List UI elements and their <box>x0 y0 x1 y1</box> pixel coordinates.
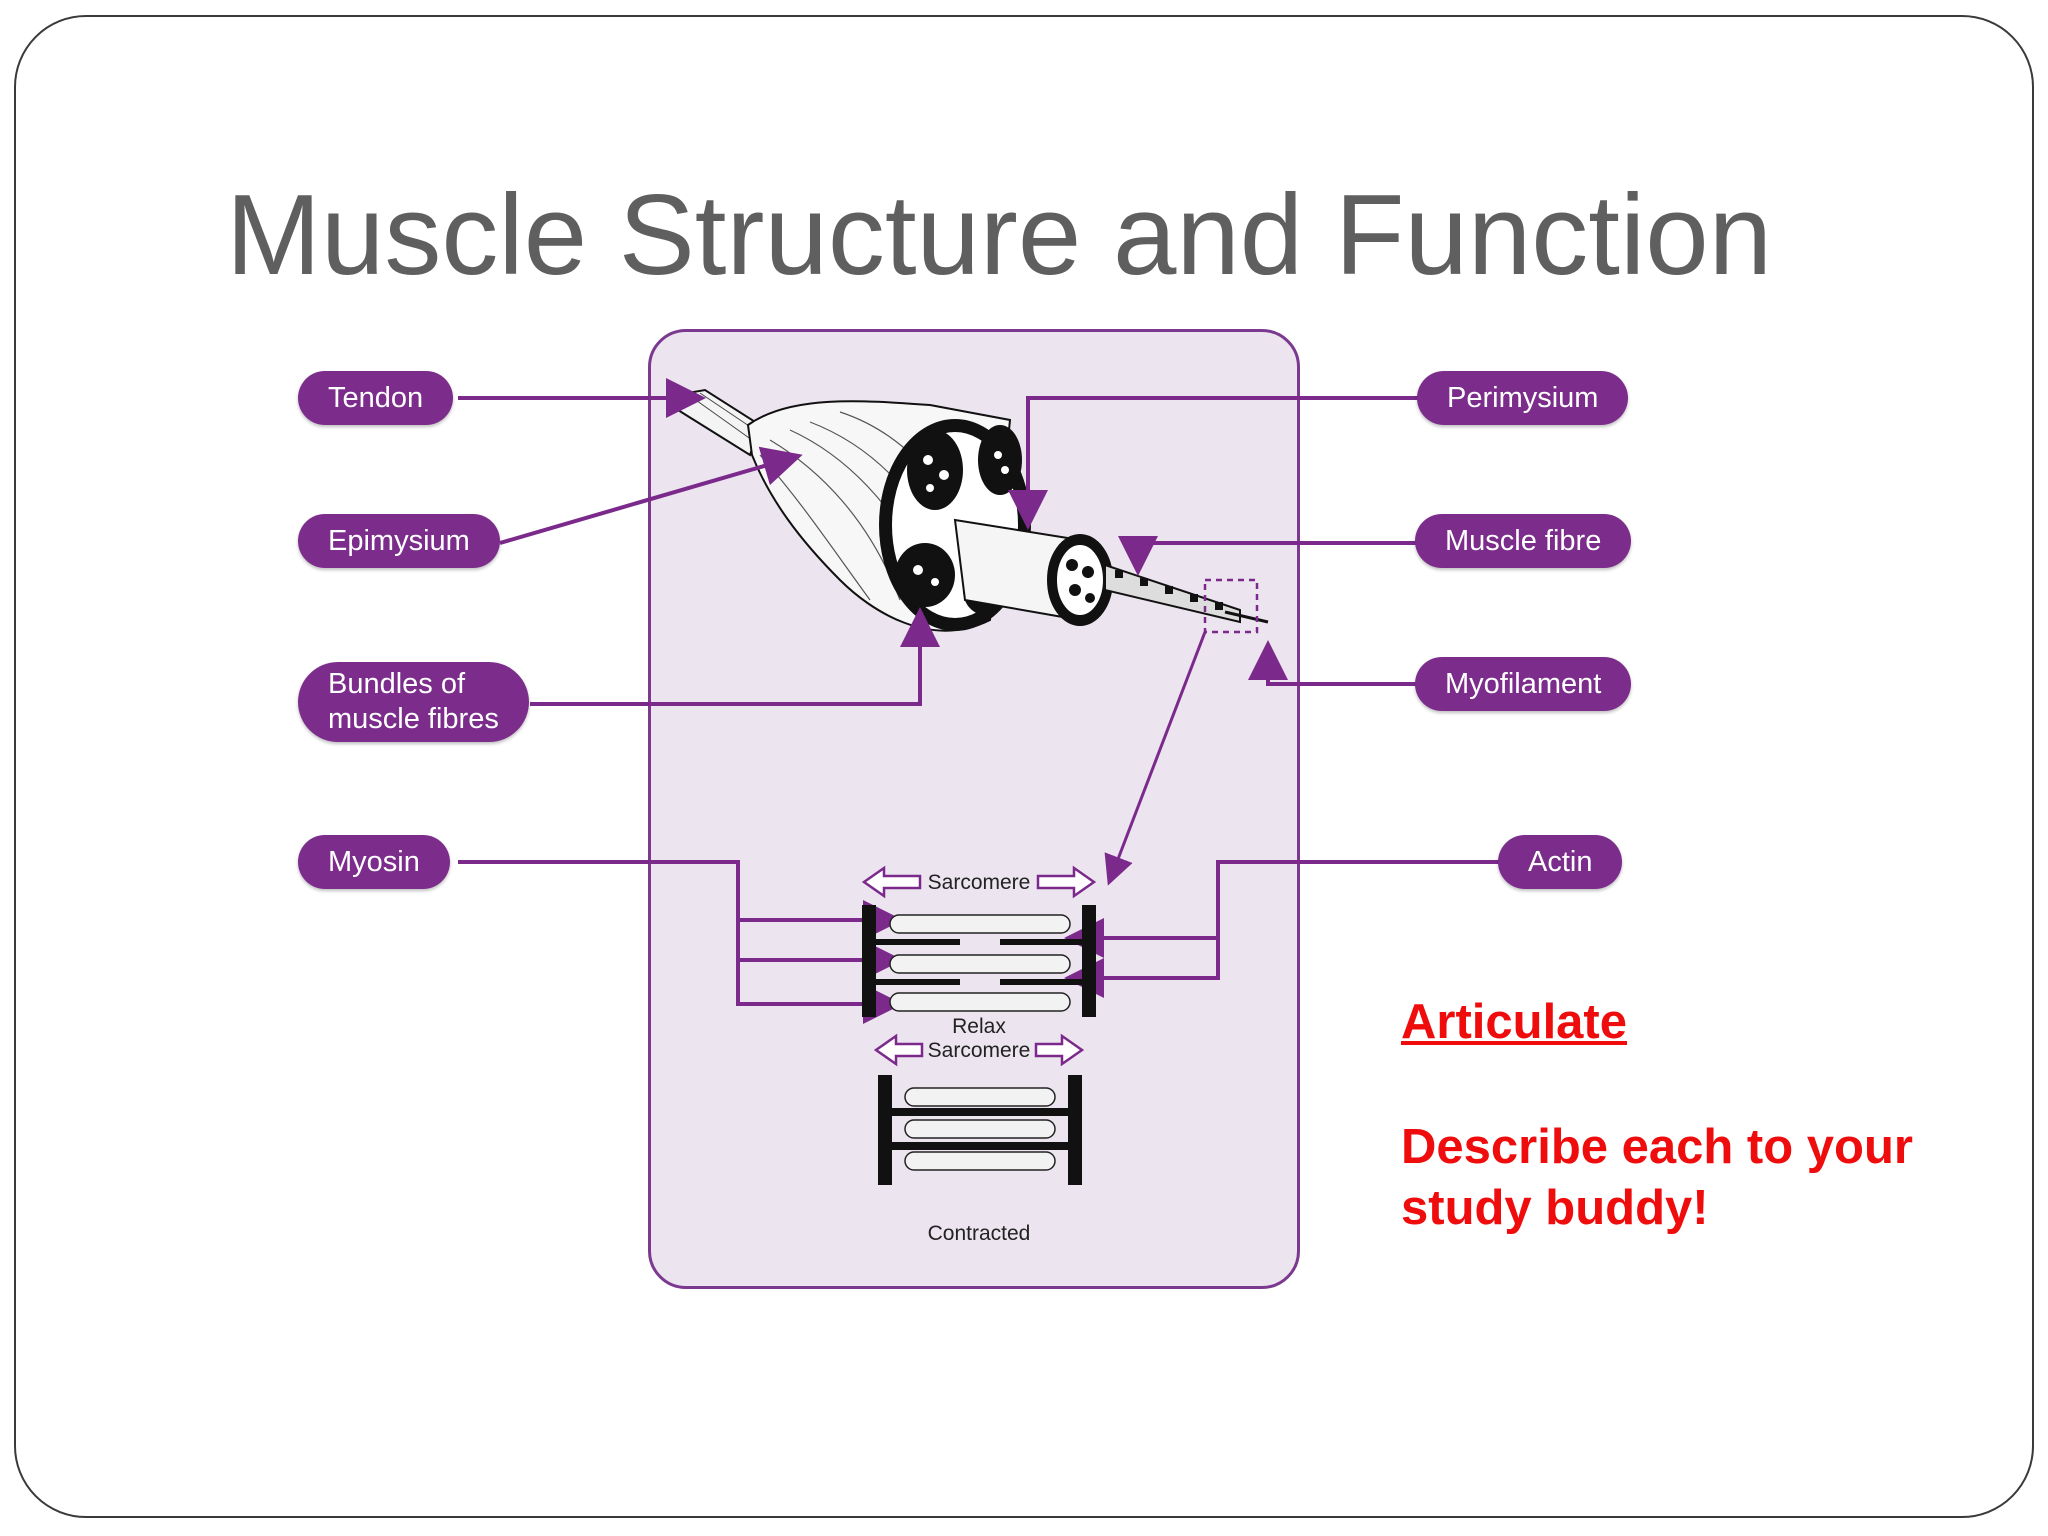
sarcomere-top-label: Sarcomere <box>928 871 1031 894</box>
label-perimysium: Perimysium <box>1417 371 1629 425</box>
relax-label: Relax <box>952 1015 1006 1038</box>
label-muscle-fibre: Muscle fibre <box>1415 514 1632 568</box>
note-body: Describe each to your study buddy! <box>1401 1120 1913 1235</box>
note-heading: Articulate <box>1401 995 1628 1049</box>
slide-title: Muscle Structure and Function <box>226 172 1773 299</box>
sarcomere-bottom-label: Sarcomere <box>928 1039 1031 1062</box>
sarcomere-contracted-right-arrow-icon <box>1034 1033 1085 1067</box>
sarcomere-left-arrow-icon <box>861 865 922 899</box>
label-tendon: Tendon <box>298 371 454 425</box>
zoom-box <box>1203 578 1259 634</box>
label-bundles-of-muscle-fibres: Bundles of muscle fibres <box>298 662 529 742</box>
sarcomere-contracted: Sarcomere Contracted <box>873 1033 1085 1245</box>
muscle-illustration <box>676 388 1269 632</box>
contracted-label: Contracted <box>928 1222 1031 1245</box>
label-bundles-line1: Bundles of <box>328 668 466 700</box>
label-bundles-line2: muscle fibres <box>328 703 499 735</box>
label-myofilament: Myofilament <box>1415 657 1632 711</box>
sarcomere-right-arrow-icon <box>1036 865 1097 899</box>
label-epimysium: Epimysium <box>298 514 500 568</box>
sarcomere-relaxed: Sarcomere Relax <box>861 865 1097 1038</box>
label-myosin: Myosin <box>298 835 450 889</box>
sarcomere-contracted-left-arrow-icon <box>873 1033 924 1067</box>
label-actin: Actin <box>1498 835 1623 889</box>
